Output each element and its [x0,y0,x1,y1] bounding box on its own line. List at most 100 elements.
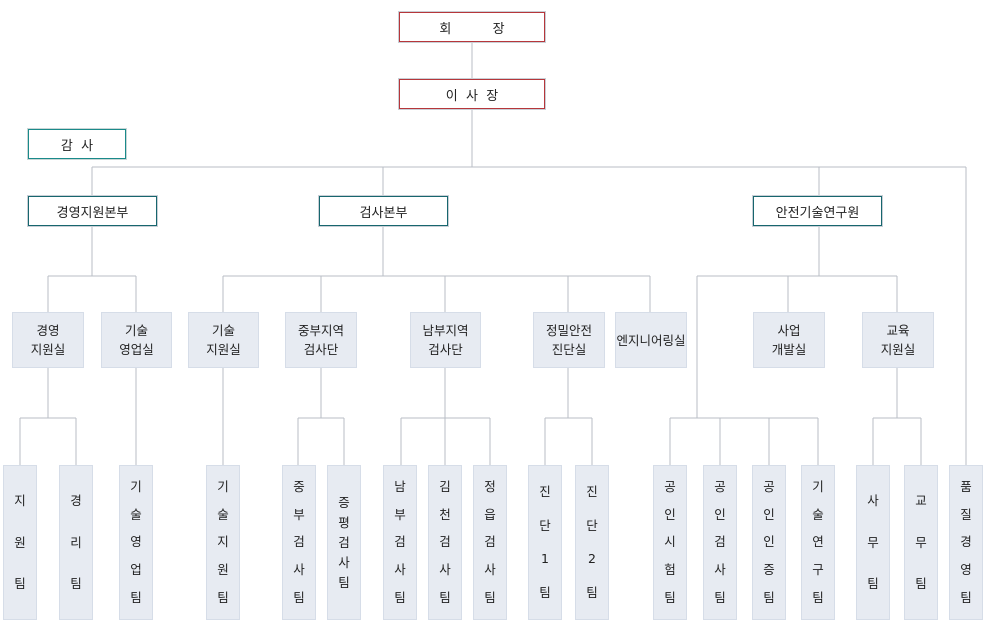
team-char: 팀 [70,576,82,592]
dept-central-inspection: 중부지역 검사단 [285,312,357,368]
team-char: 술 [812,506,824,522]
team-char: 검 [484,534,496,550]
team-char: 팀 [586,584,598,600]
team-char: 지 [217,534,229,550]
team-char: 2 [588,551,596,567]
president-box: 이 사 장 [398,78,546,110]
team-char: 진 [539,484,551,500]
team-char: 리 [70,534,82,550]
team-char: 구 [812,562,824,578]
team-char: 팀 [394,590,406,606]
team-char: 검 [714,534,726,550]
team-char: 팀 [960,590,972,606]
dept-business-development: 사업 개발실 [753,312,825,368]
team-char: 경 [70,492,82,508]
team-pyeongtaek-inspection: 증 평 검 사 팀 [327,465,361,620]
division-management: 경영지원본부 [27,195,158,227]
team-char: 연 [812,534,824,550]
team-char: 사 [394,562,406,578]
team-char: 사 [714,562,726,578]
division-research-label: 안전기술연구원 [775,205,860,221]
team-char: 정 [484,478,496,494]
team-academic: 교 무 팀 [904,465,938,620]
division-inspection-label: 검사본부 [359,205,408,221]
dept-education-support: 교육 지원실 [862,312,934,368]
team-certification: 공 인 인 증 팀 [752,465,786,620]
team-char: 팀 [664,590,676,606]
team-char: 공 [664,478,676,494]
team-char: 인 [714,506,726,522]
team-char: 팀 [763,590,775,606]
team-char: 천 [439,506,451,522]
team-char: 부 [293,506,305,522]
division-management-label: 경영지원본부 [56,205,129,221]
president-label: 이 사 장 [445,88,499,104]
team-char: 팀 [14,576,26,592]
team-char: 부 [394,506,406,522]
team-jeongeup-inspection: 정 읍 검 사 팀 [473,465,507,620]
team-char: 영 [960,562,972,578]
team-char: 인 [763,534,775,550]
team-char: 사 [439,562,451,578]
team-char: 검 [293,534,305,550]
division-inspection: 검사본부 [318,195,449,227]
team-char: 사 [867,492,879,508]
team-char: 험 [664,562,676,578]
team-char: 검 [394,534,406,550]
team-char: 남 [394,478,406,494]
team-char: 인 [763,506,775,522]
team-char: 술 [130,506,142,522]
team-char: 팀 [439,590,451,606]
team-char: 질 [960,506,972,522]
dept-tech-support: 기술 지원실 [188,312,259,368]
team-char: 사 [293,562,305,578]
team-char: 원 [217,562,229,578]
team-char: 김 [439,478,451,494]
team-char: 영 [130,534,142,550]
team-char: 원 [14,534,26,550]
chairman-box: 회 장 [398,11,546,43]
team-char: 무 [915,534,927,550]
team-char: 팀 [293,590,305,606]
team-tech-research: 기 술 연 구 팀 [801,465,835,620]
team-gimcheon-inspection: 김 천 검 사 팀 [428,465,462,620]
team-char: 기 [812,478,824,494]
team-char: 팀 [714,590,726,606]
team-certified-inspection: 공 인 검 사 팀 [703,465,737,620]
team-char: 인 [664,506,676,522]
team-char: 팀 [217,590,229,606]
team-char: 증 [338,494,350,510]
team-char: 팀 [812,590,824,606]
team-char: 교 [915,492,927,508]
team-char: 사 [484,562,496,578]
team-tech-support: 기 술 지 원 팀 [206,465,240,620]
team-tech-sales: 기 술 영 업 팀 [119,465,153,620]
dept-precision-diagnosis: 정밀안전 진단실 [533,312,605,368]
dept-mgmt-support: 경영 지원실 [12,312,84,368]
team-char: 팀 [915,576,927,592]
team-char: 품 [960,478,972,494]
team-diagnosis-2: 진 단 2 팀 [575,465,609,620]
team-char: 업 [130,562,142,578]
team-admin: 사 무 팀 [856,465,890,620]
team-accounting: 경 리 팀 [59,465,93,620]
team-char: 공 [763,478,775,494]
auditor-label: 감 사 [60,138,94,154]
chairman-label: 회 장 [439,21,505,37]
division-research: 안전기술연구원 [752,195,883,227]
team-char: 시 [664,534,676,550]
team-diagnosis-1: 진 단 1 팀 [528,465,562,620]
team-quality-management: 품 질 경 영 팀 [949,465,983,620]
team-char: 읍 [484,506,496,522]
team-char: 평 [338,514,350,530]
team-char: 사 [338,554,350,570]
team-support: 지 원 팀 [3,465,37,620]
team-central-inspection: 중 부 검 사 팀 [282,465,316,620]
team-char: 팀 [130,590,142,606]
team-char: 지 [14,492,26,508]
dept-tech-sales: 기술 영업실 [101,312,172,368]
team-char: 팀 [539,584,551,600]
team-certified-test: 공 인 시 험 팀 [653,465,687,620]
team-char: 팀 [484,590,496,606]
